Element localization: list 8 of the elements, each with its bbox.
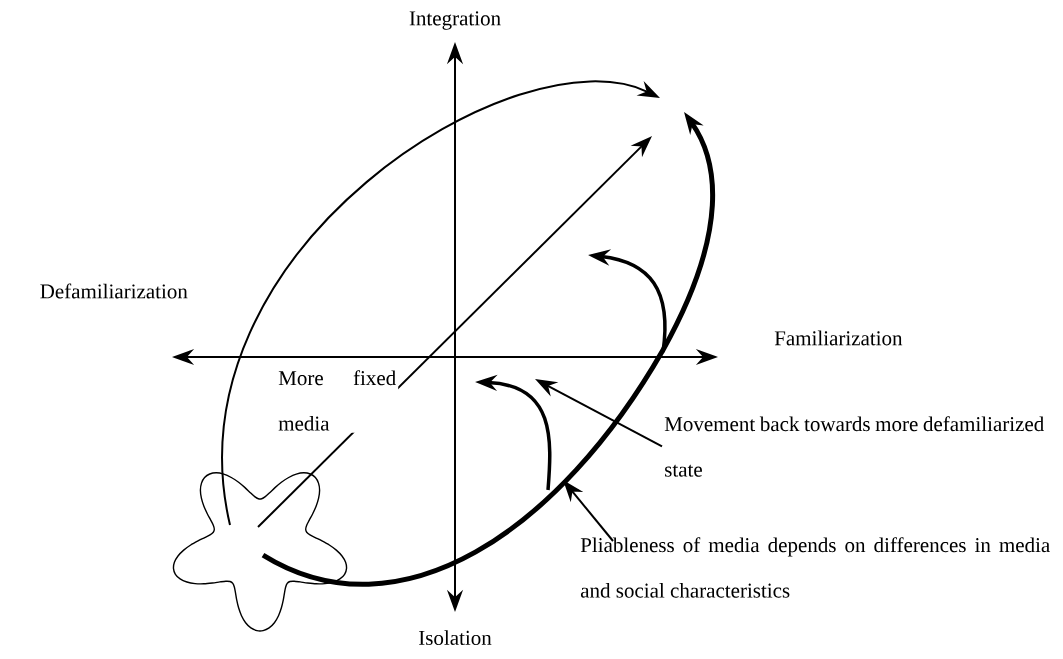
star-shape	[172, 472, 348, 632]
axis-label: Isolation	[419, 630, 492, 645]
annotation-text: Pliableness of media depends on differences in media and social characteristics	[580, 537, 1050, 598]
axis-label: Defamiliarization	[40, 283, 188, 299]
axis-label: More fixed media	[276, 368, 399, 433]
annotation-text: Movement back towards more defamiliarized state	[664, 416, 1044, 477]
axis-label: Familiarization	[774, 330, 903, 346]
axis-label: Integration	[409, 11, 501, 30]
